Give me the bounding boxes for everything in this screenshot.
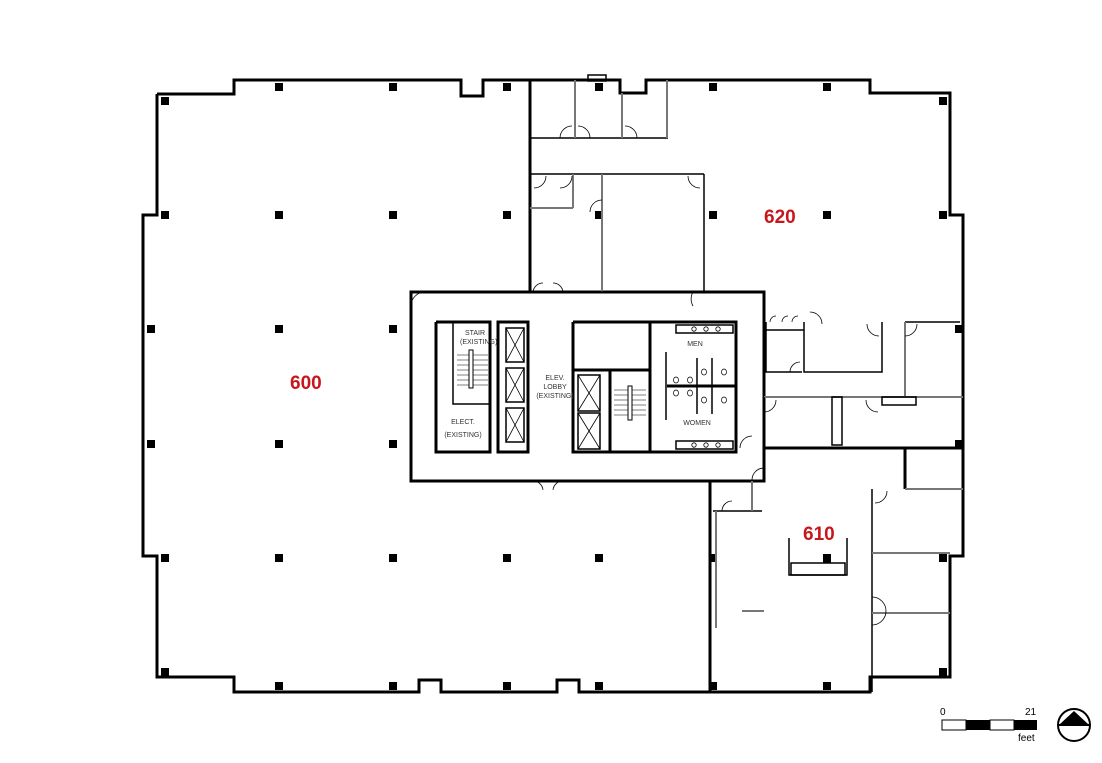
room-label-men: MEN xyxy=(687,341,703,348)
room-label-elev-lobby: ELEV. LOBBY (EXISTING) xyxy=(532,375,578,401)
suite-label-610: 610 xyxy=(803,524,835,545)
room-label-elect: ELECT. (EXISTING) xyxy=(440,419,486,441)
north-arrow-icon xyxy=(1057,708,1091,742)
elect-label: ELECT. xyxy=(451,419,475,426)
scale-bar xyxy=(941,719,1037,731)
room-label-stair: STAIR (EXISTING) xyxy=(460,330,498,348)
scale-unit-label: feet xyxy=(1018,733,1035,744)
suite-610-partitions xyxy=(708,396,963,692)
building-core xyxy=(409,282,766,491)
lobby-label: LOBBY xyxy=(543,383,567,391)
lobby-existing-label: (EXISTING) xyxy=(536,392,574,400)
stair-existing-label: (EXISTING) xyxy=(460,338,498,346)
scale-end-label: 21 xyxy=(1025,707,1037,718)
structural-columns xyxy=(147,83,963,690)
suite-620-partitions xyxy=(530,80,960,397)
elect-existing-label: (EXISTING) xyxy=(444,431,482,439)
room-label-women: WOMEN xyxy=(683,420,711,427)
suite-label-600: 600 xyxy=(290,373,322,394)
stair-label: STAIR xyxy=(464,330,486,337)
elev-label: ELEV. xyxy=(545,375,565,382)
building-shell xyxy=(141,74,965,694)
scale-start-label: 0 xyxy=(940,707,946,718)
suite-label-620: 620 xyxy=(764,207,796,228)
